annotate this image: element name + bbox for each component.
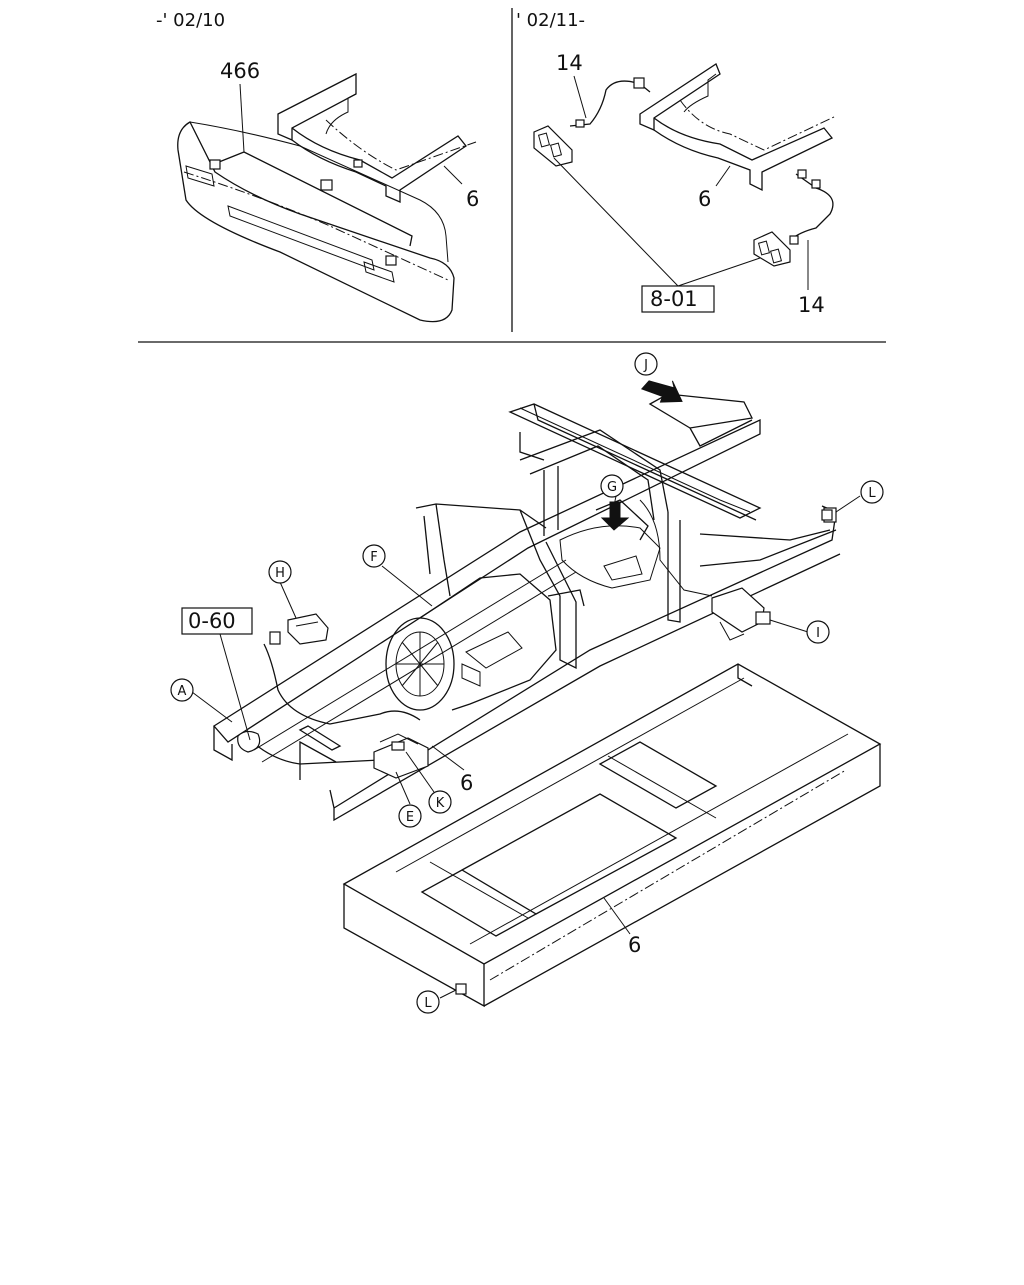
callout-K: K [428,790,452,814]
part-number-14-lower: 14 [798,293,825,317]
front-bumper-illustration [177,121,455,323]
leader-E [395,771,411,805]
callout-G: G [600,474,624,498]
right-panel-caption: ' 02/11- [516,10,585,31]
front-crossmember-illustration [277,72,477,203]
leader-14-upper [573,75,587,119]
arrow-g-icon [600,501,630,531]
svg-text:F: F [370,550,377,565]
leader-6-top-left [443,165,463,185]
svg-text:A: A [178,684,187,699]
svg-text:L: L [868,486,876,501]
leader-6-lower [603,897,631,935]
leader-H [279,581,297,619]
svg-text:J: J [643,358,648,373]
engine-illustration [385,573,557,711]
left-panel-caption: -' 02/10 [156,10,225,31]
valve-unit-illustration [711,587,771,641]
callout-L-lower: L [416,990,440,1014]
callout-E: E [398,804,422,828]
svg-text:E: E [406,810,414,825]
leader-L-upper [835,495,861,513]
relay-unit-h [287,613,329,645]
leader-8-01-b [677,257,761,287]
ref-label-8-01: 8-01 [650,287,698,311]
marker-lamp-lower [753,231,791,267]
part-number-466: 466 [220,59,260,83]
svg-text:I: I [816,626,820,641]
svg-text:H: H [275,566,285,581]
lamp-harness-lower [789,169,834,245]
bracket-a [237,730,261,753]
junction-box-e [373,733,429,779]
leader-6-top-right [715,165,731,187]
part-number-6-main: 6 [460,771,473,795]
lamp-harness-upper [569,77,651,128]
part-number-14-upper: 14 [556,51,583,75]
part-number-6-lower: 6 [628,933,641,957]
leader-466 [239,83,245,153]
ref-box-8-01 [641,285,715,313]
leader-I [769,619,809,633]
rear-crossmember-illustration [639,63,837,192]
leader-L-lower [439,989,457,999]
part-number-6-top-right: 6 [698,187,711,211]
rear-frame-illustration [342,509,882,1008]
svg-text:K: K [436,796,445,811]
callout-L-upper: L [860,480,884,504]
marker-lamp-upper [533,125,573,167]
callout-J: J [634,352,658,376]
leader-K [405,751,435,793]
leader-8-01-a [553,157,679,287]
leader-F [381,565,433,607]
chassis-frame-illustration [213,393,841,822]
part-number-6-top-left: 6 [466,187,479,211]
callout-I: I [806,620,830,644]
arrow-j-icon [640,380,683,403]
rear-axle-harness [639,499,837,597]
leader-0-60 [219,633,251,741]
ref-box-0-60 [181,607,253,635]
callout-A: A [170,678,194,702]
svg-text:L: L [424,996,432,1011]
ref-label-0-60: 0-60 [188,609,236,633]
callout-H: H [268,560,292,584]
callout-F: F [362,544,386,568]
svg-text:G: G [607,480,617,495]
leader-A [191,691,233,723]
leader-6-main [431,745,465,771]
